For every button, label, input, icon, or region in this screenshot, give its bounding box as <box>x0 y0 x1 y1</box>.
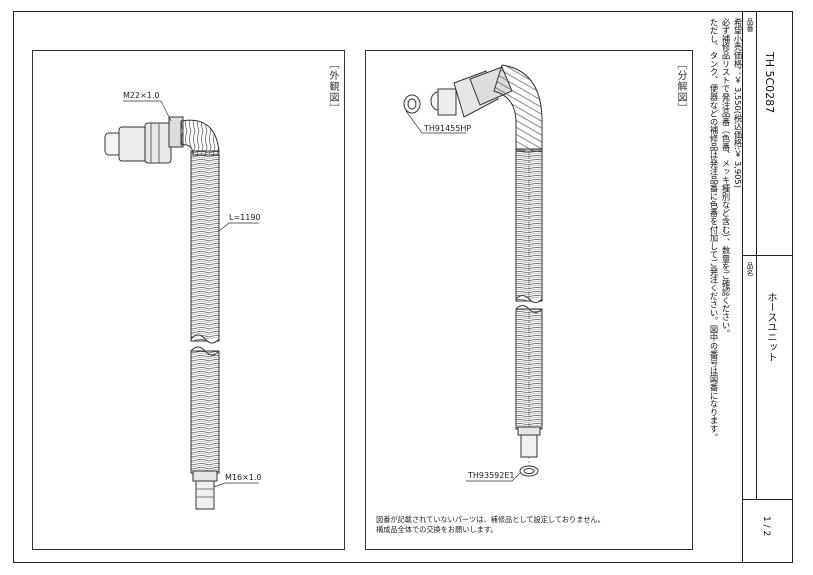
callout-seal-top: TH91455HP <box>423 124 471 133</box>
part-name-header: 品名 <box>746 262 754 276</box>
seal-ring-top <box>403 94 421 114</box>
top-fitting <box>104 116 184 164</box>
bottom-fitting <box>192 470 218 510</box>
part-number-cell: 品番 TH 5C0287 <box>743 12 793 256</box>
title-block: 品番 TH 5C0287 品名 ホースユニット 1 / 2 <box>742 12 793 562</box>
callout-thread-top: M22×1.0 <box>123 91 160 100</box>
exploded-hose-drawing: TH91455HP TH93592E1 <box>403 64 543 482</box>
footnote-line-2: 構成品全体での交換をお願いします。 <box>376 525 498 534</box>
callout-seal-bottom: TH93592E1 <box>467 471 515 480</box>
drawing-sheet: ［外観図］ <box>13 11 793 563</box>
exploded-view-label: ［分解図］ <box>675 59 686 114</box>
hose-lower-section <box>190 350 220 474</box>
footnote-line-1: 図番が記載されていないパーツは、補修品として設定しておりません。 <box>376 515 605 524</box>
part-number-header: 品番 <box>746 18 754 32</box>
footnote: 図番が記載されていないパーツは、補修品として設定しておりません。 構成品全体での… <box>376 515 605 535</box>
part-name-cell: 品名 ホースユニット <box>743 256 793 500</box>
callout-length: L=1190 <box>229 213 261 222</box>
seal-ring-bottom <box>519 465 539 477</box>
callout-thread-bottom: M16×1.0 <box>225 473 262 482</box>
hose-upper-section <box>190 150 220 342</box>
exploded-view-panel: ［分解図］ <box>365 50 693 550</box>
part-number: TH 5C0287 <box>763 52 776 114</box>
exterior-view-panel: ［外観図］ <box>32 50 345 550</box>
exterior-hose-drawing: M22×1.0 L=1190 M16×1.0 <box>104 91 262 510</box>
exterior-view-label: ［外観図］ <box>327 59 338 114</box>
price-note: 希望小売価格：￥ 3,550(税込価格:￥ 3,905) <box>733 18 743 188</box>
page-number: 1 / 2 <box>761 516 771 537</box>
hose-elbow <box>180 119 220 156</box>
exploded-hose-elbow <box>493 64 543 152</box>
exploded-top-fitting <box>430 66 513 118</box>
page-cell: 1 / 2 <box>743 500 793 562</box>
order-note-1: 必ず補修品リストで発注品番（色番、メッキ種別など含む）、数量をご確認ください。 <box>721 18 731 338</box>
part-name: ホースユニット <box>765 292 776 362</box>
notes-strip: 希望小売価格：￥ 3,550(税込価格:￥ 3,905) 必ず補修品リストで発注… <box>697 16 743 562</box>
order-note-2: ただし、タンク、便器などの補修品は発注品番に色番を付加してご発注ください。図中の… <box>709 18 719 442</box>
